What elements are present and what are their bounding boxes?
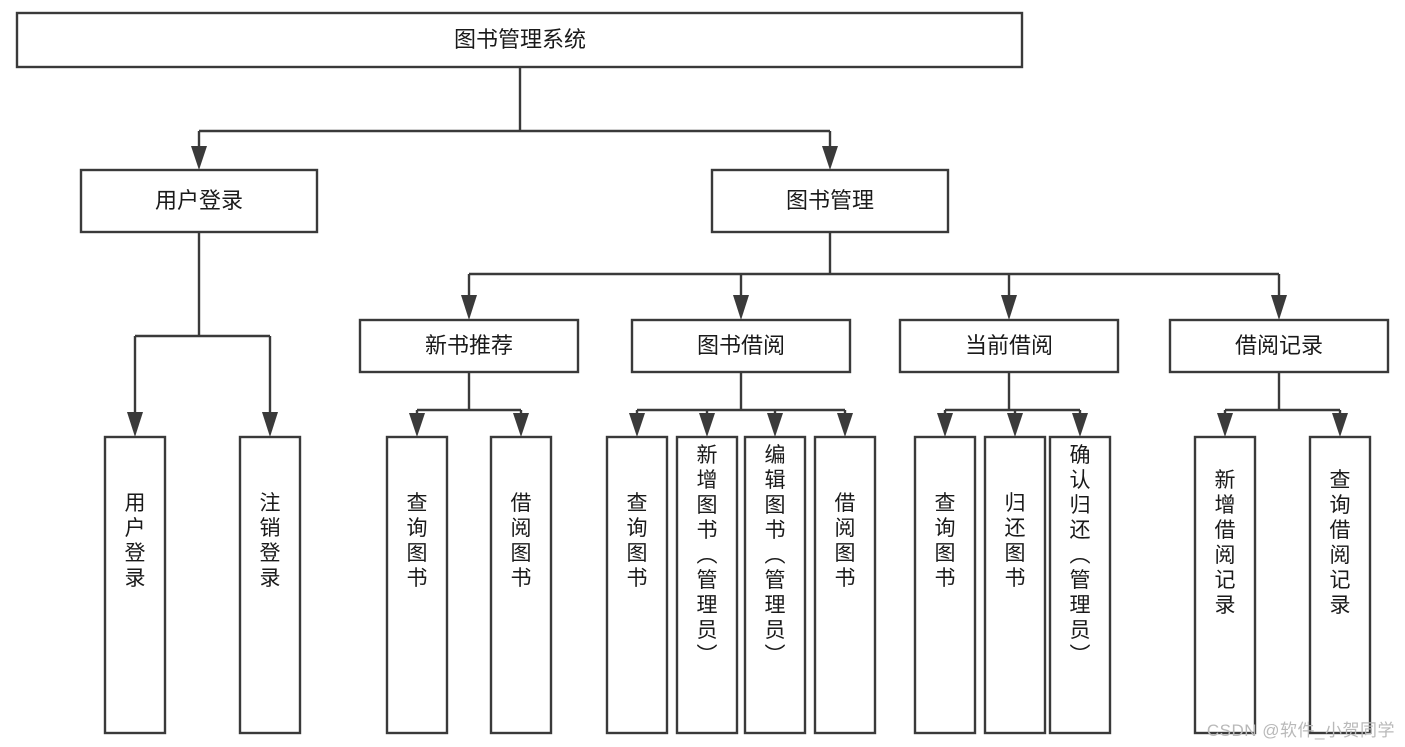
arrow-head-user-login (191, 146, 207, 170)
node-leaf-confirm-return-box[interactable] (1048, 435, 1112, 735)
node-leaf-edit-book-box[interactable] (743, 435, 807, 735)
arrow-head-leaf-query-record (1332, 413, 1348, 437)
node-leaf-add-record-label: 新增借阅记录 (1215, 469, 1236, 617)
node-leaf-borrow-book-1-box[interactable] (489, 435, 553, 735)
arrow-head-leaf-query-book-1 (409, 413, 425, 437)
node-leaf-borrow-book-2-box[interactable] (813, 435, 877, 735)
arrow-head-book-borrow (733, 295, 749, 320)
node-leaf-add-record[interactable]: 新增借阅记录 (1193, 435, 1257, 735)
node-leaf-edit-book[interactable]: 编辑图书︵管理员︶ (743, 435, 807, 735)
node-borrow-record[interactable]: 借阅记录 (1168, 318, 1390, 374)
arrow-head-leaf-query-book-3 (937, 413, 953, 437)
node-leaf-borrow-book-1[interactable]: 借阅图书 (489, 435, 553, 735)
arrow-head-current-borrow (1001, 295, 1017, 320)
leaf-node-group: 用户登录 注销登录 查询图书 借阅图书 查询图书 新增图书︵管理员︶ (103, 435, 1372, 735)
node-user-login-box[interactable] (79, 168, 319, 234)
node-book-manage[interactable]: 图书管理 (710, 168, 950, 234)
node-leaf-query-book-3-box[interactable] (913, 435, 977, 735)
arrow-head-leaf-borrow-book-1 (513, 413, 529, 437)
node-leaf-edit-book-label: 编辑图书︵管理员︶ (765, 444, 786, 667)
node-leaf-borrow-book-2[interactable]: 借阅图书 (813, 435, 877, 735)
node-leaf-query-book-1-label: 查询图书 (407, 492, 428, 590)
node-leaf-add-book-label: 新增图书︵管理员︶ (697, 444, 718, 667)
node-borrow-record-label: 借阅记录 (1235, 333, 1323, 358)
node-leaf-add-book[interactable]: 新增图书︵管理员︶ (675, 435, 739, 735)
arrow-head-leaf-borrow-book-2 (837, 413, 853, 437)
node-leaf-add-record-box[interactable] (1193, 435, 1257, 735)
node-leaf-query-book-2-box[interactable] (605, 435, 669, 735)
node-leaf-user-login[interactable]: 用户登录 (103, 435, 167, 735)
node-book-manage-box[interactable] (710, 168, 950, 234)
node-leaf-query-book-3-label: 查询图书 (935, 492, 956, 590)
node-new-book-recommend[interactable]: 新书推荐 (358, 318, 580, 374)
node-user-login[interactable]: 用户登录 (79, 168, 319, 234)
arrow-head-leaf-add-record (1217, 413, 1233, 437)
arrow-head-leaf-confirm-return (1072, 413, 1088, 437)
arrow-head-leaf-query-book-2 (629, 413, 645, 437)
arrow-head-leaf-logout-login (262, 412, 278, 437)
node-leaf-user-login-label: 用户登录 (125, 492, 146, 590)
node-book-borrow[interactable]: 图书借阅 (630, 318, 852, 374)
node-root-box[interactable] (15, 11, 1024, 69)
node-leaf-borrow-book-2-label: 借阅图书 (835, 492, 856, 590)
connector-layer (127, 67, 1348, 437)
node-leaf-borrow-book-1-label: 借阅图书 (511, 492, 532, 590)
node-leaf-add-book-box[interactable] (675, 435, 739, 735)
arrow-head-leaf-edit-book (767, 413, 783, 437)
node-leaf-return-book-box[interactable] (983, 435, 1047, 735)
node-current-borrow-box[interactable] (898, 318, 1120, 374)
arrow-head-book-manage (822, 146, 838, 170)
node-current-borrow-label: 当前借阅 (965, 333, 1053, 358)
node-leaf-query-book-3[interactable]: 查询图书 (913, 435, 977, 735)
node-leaf-return-book[interactable]: 归还图书 (983, 435, 1047, 735)
arrow-head-new-book-recommend (461, 295, 477, 320)
node-leaf-query-record[interactable]: 查询借阅记录 (1308, 435, 1372, 735)
node-leaf-query-record-box[interactable] (1308, 435, 1372, 735)
node-user-login-label: 用户登录 (155, 188, 243, 213)
node-leaf-query-book-2-label: 查询图书 (627, 492, 648, 590)
node-current-borrow[interactable]: 当前借阅 (898, 318, 1120, 374)
node-leaf-confirm-return[interactable]: 确认归还︵管理员︶ (1048, 435, 1112, 735)
node-leaf-query-book-2[interactable]: 查询图书 (605, 435, 669, 735)
node-leaf-logout-login-label: 注销登录 (260, 492, 281, 590)
node-book-borrow-box[interactable] (630, 318, 852, 374)
node-leaf-user-login-box[interactable] (103, 435, 167, 735)
node-root-label: 图书管理系统 (454, 27, 586, 52)
node-leaf-query-record-label: 查询借阅记录 (1330, 469, 1351, 617)
node-new-book-recommend-box[interactable] (358, 318, 580, 374)
node-new-book-recommend-label: 新书推荐 (425, 333, 513, 358)
arrow-head-leaf-add-book (699, 413, 715, 437)
node-borrow-record-box[interactable] (1168, 318, 1390, 374)
csdn-watermark: CSDN @软件_小贺同学 (1206, 721, 1395, 740)
node-root[interactable]: 图书管理系统 (15, 11, 1024, 69)
node-leaf-query-book-1[interactable]: 查询图书 (385, 435, 449, 735)
node-leaf-confirm-return-label: 确认归还︵管理员︶ (1070, 444, 1091, 667)
arrow-head-leaf-return-book (1007, 413, 1023, 437)
node-book-manage-label: 图书管理 (786, 188, 874, 213)
arrow-head-borrow-record (1271, 295, 1287, 320)
node-leaf-logout-login-box[interactable] (238, 435, 302, 735)
node-book-borrow-label: 图书借阅 (697, 333, 785, 358)
arrow-head-leaf-user-login (127, 412, 143, 437)
node-leaf-query-book-1-box[interactable] (385, 435, 449, 735)
node-leaf-return-book-label: 归还图书 (1005, 492, 1026, 590)
node-leaf-logout-login[interactable]: 注销登录 (238, 435, 302, 735)
